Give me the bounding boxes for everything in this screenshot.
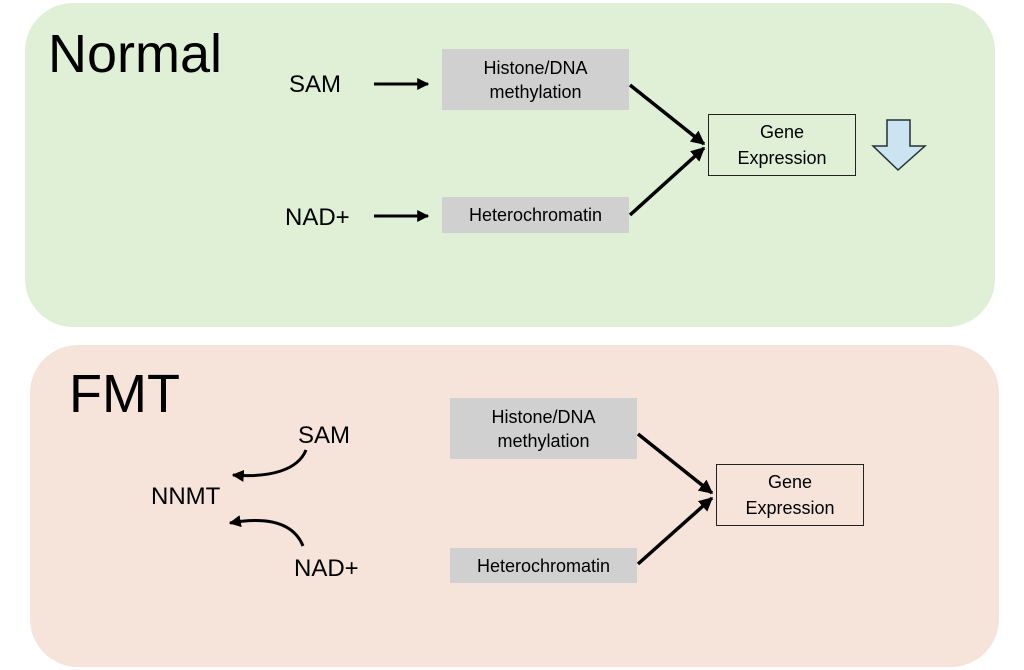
fmt-gene-expression-line1: Gene xyxy=(767,472,813,492)
normal-gene-expression-line2: Expression xyxy=(737,148,827,168)
normal-nad-label: NAD+ xyxy=(285,204,350,231)
normal-heterochromatin-label: Heterochromatin xyxy=(468,205,603,225)
normal-title: Normal xyxy=(48,24,223,84)
normal-gene-expression-line1: Gene xyxy=(759,122,805,142)
normal-heterochromatin-box: Heterochromatin xyxy=(442,197,629,233)
fmt-gene-expression-line2: Expression xyxy=(745,498,835,518)
fmt-sam-label: SAM xyxy=(298,422,351,449)
fmt-gene-expression-box: Gene Expression xyxy=(716,464,864,526)
normal-sam-label: SAM xyxy=(289,71,342,98)
fmt-nad-label: NAD+ xyxy=(294,555,359,582)
normal-methylation-line1: Histone/DNA xyxy=(483,57,588,78)
fmt-heterochromatin-box: Heterochromatin xyxy=(450,548,637,583)
normal-methylation-line2: methylation xyxy=(489,81,582,102)
fmt-methylation-line2: methylation xyxy=(497,430,590,451)
normal-methylation-box: Histone/DNA methylation xyxy=(442,49,629,110)
normal-gene-expression-box: Gene Expression xyxy=(708,114,856,176)
fmt-methylation-line1: Histone/DNA xyxy=(491,406,596,427)
fmt-title: FMT xyxy=(69,364,180,424)
fmt-heterochromatin-label: Heterochromatin xyxy=(476,555,611,576)
fmt-nnmt-label: NNMT xyxy=(151,483,221,510)
fmt-methylation-box: Histone/DNA methylation xyxy=(450,398,637,459)
